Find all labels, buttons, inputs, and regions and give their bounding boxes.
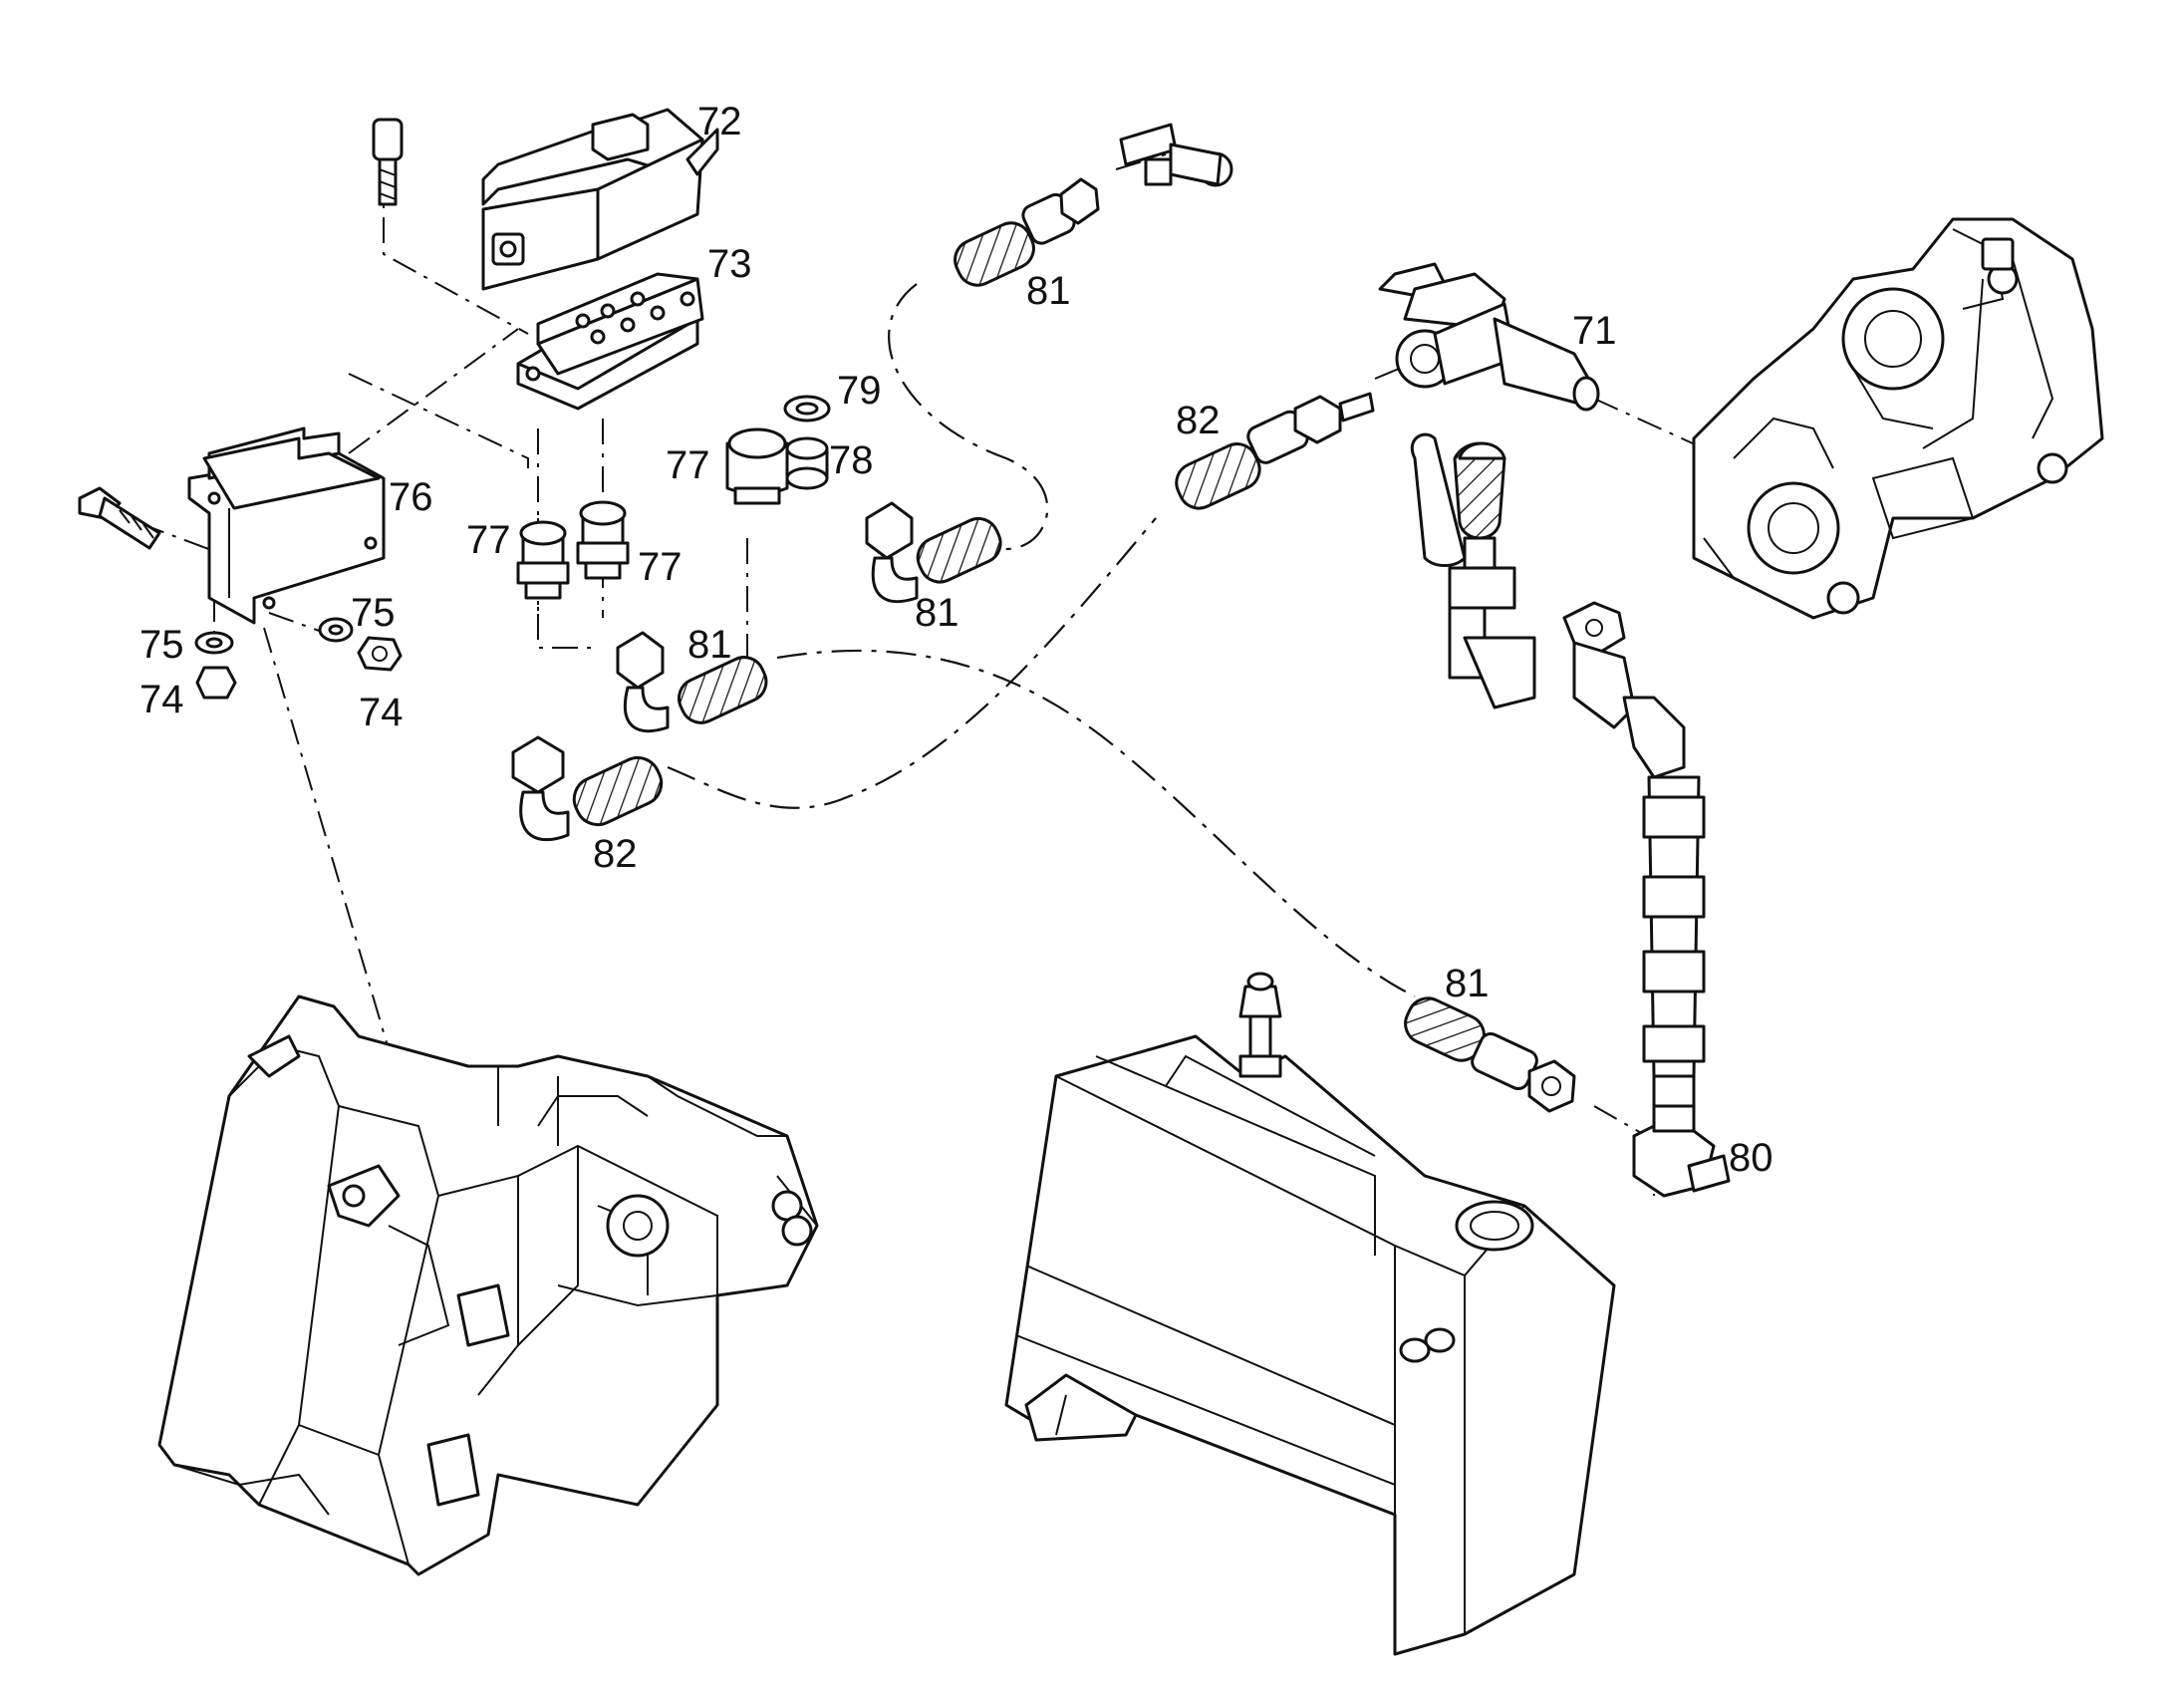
hose-81-lower (616, 631, 768, 733)
callout-labels: 71 72 73 74 74 75 75 76 77 77 77 78 79 8… (139, 100, 1774, 1180)
hose-82-upper (1175, 392, 1375, 510)
callout-81-lower: 81 (687, 623, 732, 667)
hose-routing-lines (667, 283, 1416, 997)
fittings-77-78-79 (516, 395, 831, 600)
solenoid-valve-72 (372, 108, 719, 291)
callout-76: 76 (389, 475, 433, 519)
callout-71: 71 (1572, 309, 1617, 353)
callout-74-left: 74 (139, 678, 184, 721)
bracket-76 (78, 426, 386, 625)
callout-77-right: 77 (666, 443, 710, 487)
washers-nuts-74-75 (194, 617, 403, 700)
hydraulic-tank (1004, 972, 1616, 1656)
hose-82-lower (511, 735, 664, 842)
callout-81-tank: 81 (1445, 962, 1490, 1005)
callout-77-left: 77 (466, 518, 511, 562)
callout-80: 80 (1729, 1136, 1774, 1180)
engine-pump-assembly (1692, 217, 2104, 620)
callout-81-top: 81 (1026, 269, 1071, 313)
callout-77-middle: 77 (638, 545, 682, 589)
callout-75-left: 75 (139, 623, 184, 667)
callout-82-lower: 82 (593, 832, 638, 876)
machine-frame (157, 994, 819, 1576)
valve-71 (1378, 262, 1600, 412)
callout-72: 72 (697, 100, 742, 143)
callout-73: 73 (707, 242, 752, 286)
callout-79: 79 (837, 369, 882, 413)
hose-81-top (954, 123, 1233, 287)
valve-plate-73 (516, 272, 704, 411)
filter-pipe-80 (1411, 432, 1731, 1198)
hose-81-tank (1404, 996, 1576, 1113)
hose-81-middle (865, 501, 1002, 604)
callout-75-right: 75 (351, 591, 396, 635)
callout-74-right: 74 (359, 691, 404, 734)
callout-78: 78 (829, 438, 874, 482)
callout-82-upper: 82 (1176, 399, 1221, 442)
callout-81-middle: 81 (915, 591, 959, 635)
